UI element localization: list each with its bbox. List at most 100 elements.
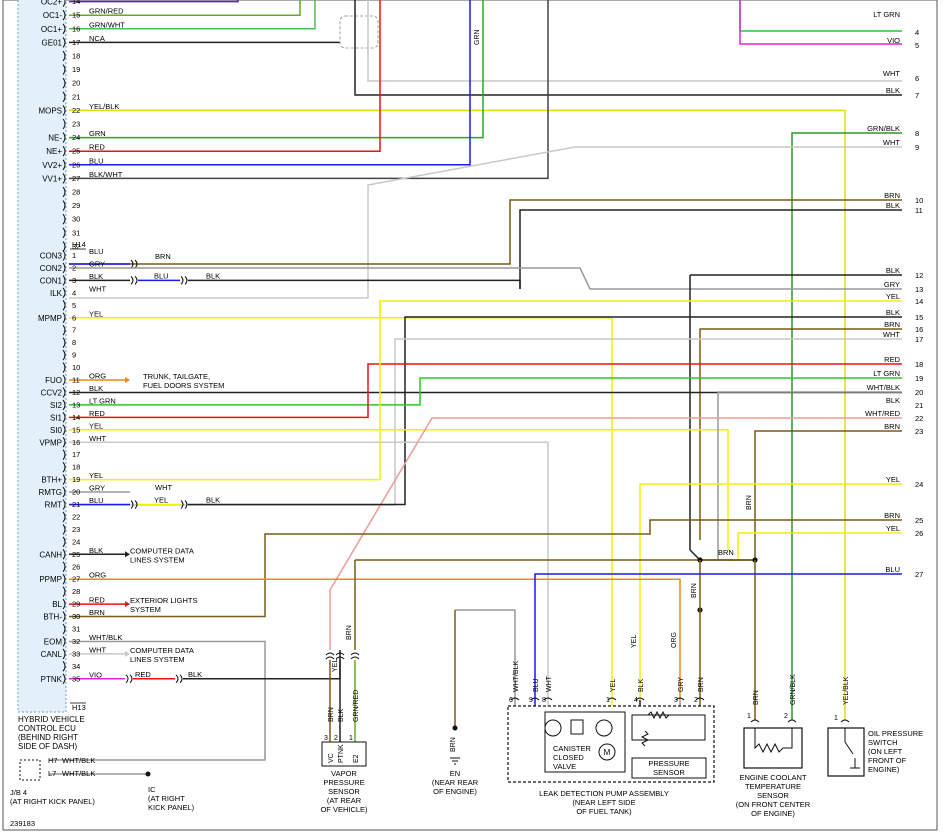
- switch-icon: [844, 728, 860, 769]
- pin-name: CCV2: [41, 388, 63, 397]
- component-name: EN: [450, 769, 460, 778]
- wire-si2: [69, 377, 902, 406]
- component-name: VAPOR: [331, 769, 357, 778]
- pin-terminal: [543, 697, 553, 701]
- pin-terminal: [62, 132, 66, 143]
- component-name: OF ENGINE): [433, 787, 477, 796]
- pin-terminal: [510, 697, 520, 701]
- pressure-sensor-box: [631, 757, 707, 779]
- terminal-number: 20: [915, 388, 923, 397]
- component-name: SENSOR: [328, 787, 360, 796]
- pin-name: BTH+: [41, 476, 62, 485]
- system-label: COMPUTER DATA: [130, 646, 194, 655]
- wire-whtblk-ldp6: [455, 609, 516, 700]
- pin-terminal: [62, 412, 66, 423]
- component-name: FRONT OF: [868, 756, 907, 765]
- inline-connector: [130, 500, 138, 509]
- pin-number: 3: [674, 697, 678, 704]
- wire-code: BLU: [89, 496, 104, 505]
- wire-yel-26: [728, 532, 902, 561]
- wire-code: BLU: [89, 156, 104, 165]
- pin-terminal: [530, 697, 540, 701]
- system-label: TRUNK, TAILGATE,: [143, 372, 210, 381]
- pin-terminal: [607, 697, 617, 701]
- resistor-icon: [647, 710, 670, 720]
- sensor-circuit: [631, 714, 706, 741]
- ic-point: [145, 771, 151, 777]
- motor-icon: [598, 743, 616, 761]
- wire-code: BLK: [188, 670, 202, 679]
- pin-terminal: [62, 561, 66, 573]
- component-name: OF ENGINE): [751, 809, 795, 818]
- pin-number: 24: [72, 133, 80, 142]
- valve-label: CANISTER: [553, 744, 592, 753]
- terminal-number: 9: [915, 143, 919, 152]
- terminal-number: 8: [915, 129, 919, 138]
- component-name: (ON FRONT CENTER: [736, 800, 811, 809]
- wire-code-vertical: BLK: [638, 678, 645, 692]
- pin-terminal: [62, 275, 66, 286]
- pin-number: 14: [72, 413, 80, 422]
- wire-arrow: [125, 650, 130, 657]
- transistor-icon: [544, 719, 562, 737]
- terminal-number: 6: [915, 74, 919, 83]
- wire-wht-6: [367, 0, 902, 82]
- wire-brn-16: [699, 328, 902, 540]
- terminal-number: 26: [915, 529, 923, 538]
- wire-vpmp: [69, 441, 549, 700]
- wire-code: GRY: [89, 484, 105, 493]
- component-name: IC: [148, 785, 156, 794]
- wire-code: RED: [89, 143, 105, 152]
- pin-number: 28: [72, 188, 80, 197]
- wire-code: BLU: [89, 247, 104, 256]
- pin-terminal: [62, 611, 66, 622]
- pin-number: 24: [72, 537, 80, 546]
- pin-name: CANL: [41, 650, 63, 659]
- terminal-wire-code: WHT/RED: [865, 409, 901, 418]
- pin-name: FUO: [45, 376, 62, 385]
- pin-terminal: [62, 37, 66, 48]
- terminal-name: PTNK: [338, 744, 345, 763]
- wire-code-vertical: BRN: [698, 677, 705, 692]
- pin-terminal: [62, 673, 66, 685]
- wire-oc2-plus: [69, 0, 239, 3]
- pin-name: NE+: [46, 147, 62, 156]
- wire-blk-15: [404, 316, 902, 500]
- pin-name: CON3: [40, 252, 63, 261]
- pin-number: 2: [334, 735, 338, 742]
- wire-code: BRN: [718, 548, 734, 557]
- thermistor-icon: [754, 728, 793, 754]
- pin-terminal: [62, 312, 66, 324]
- pin-terminal: [62, 648, 66, 660]
- terminal-number: 18: [915, 360, 923, 369]
- pin-number: 2: [694, 697, 698, 704]
- pin-number: 8: [72, 338, 76, 347]
- wire-code: BLK/WHT: [89, 170, 123, 179]
- pin-number: 3: [72, 276, 76, 285]
- pin-number: 13: [72, 400, 80, 409]
- terminal-number: 17: [915, 335, 923, 344]
- wire-con1-c: [188, 279, 521, 289]
- terminal-number: 10: [915, 196, 923, 205]
- component-name: (AT REAR: [327, 796, 362, 805]
- pin-terminal: [62, 91, 66, 103]
- wire-code: YEL: [89, 421, 103, 430]
- wire-vio-5: [739, 0, 902, 45]
- pin-terminal: [62, 0, 66, 7]
- component-name: J/B 4: [10, 788, 27, 797]
- wire-code: NCA: [89, 34, 105, 43]
- pin-terminal: [62, 337, 66, 348]
- pin-terminal: [62, 250, 66, 261]
- pin-terminal: [62, 324, 66, 336]
- terminal-wire-code: GRY: [884, 280, 900, 289]
- pin-number: 1: [834, 715, 838, 722]
- wire-oc1-minus: [69, 0, 301, 16]
- terminal-number: 27: [915, 570, 923, 579]
- component-name: PRESSURE: [323, 778, 364, 787]
- terminal-wire-code: BRN: [884, 511, 900, 520]
- pin-name: CON1: [40, 276, 63, 285]
- pin-name: VV2+: [42, 161, 62, 170]
- wire-ptnk-c: [183, 650, 341, 680]
- terminal-wire-code: LT GRN: [873, 369, 900, 378]
- terminal-wire-code: BRN: [884, 422, 900, 431]
